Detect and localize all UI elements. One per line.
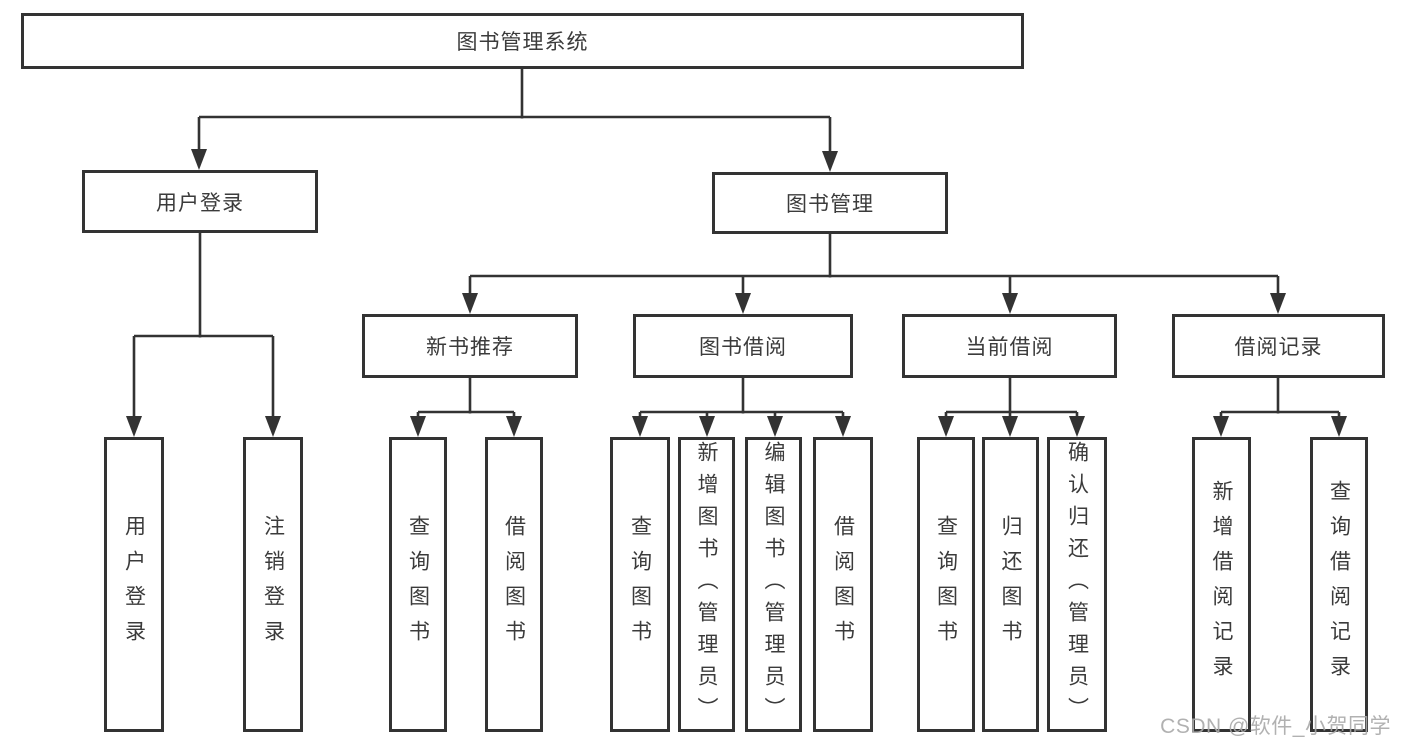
node-current-borrow: 当前借阅	[902, 314, 1117, 378]
node-new-book-recommend: 新书推荐	[362, 314, 578, 378]
leaf-borrow-book-recommend: 借阅图书	[485, 437, 543, 732]
leaf-add-book-admin: 新增图书（管理员）	[678, 437, 735, 732]
node-book-management: 图书管理	[712, 172, 948, 234]
leaf-query-book-borrow: 查询图书	[610, 437, 670, 732]
node-user-login: 用户登录	[82, 170, 318, 233]
leaf-query-book-current: 查询图书	[917, 437, 975, 732]
leaf-user-login: 用户登录	[104, 437, 164, 732]
leaf-logout-login: 注销登录	[243, 437, 303, 732]
csdn-watermark: CSDN @软件_小贺同学	[1160, 715, 1391, 738]
node-root: 图书管理系统	[21, 13, 1024, 69]
leaf-borrow-book: 借阅图书	[813, 437, 873, 732]
node-book-borrow: 图书借阅	[633, 314, 853, 378]
leaf-edit-book-admin: 编辑图书（管理员）	[745, 437, 802, 732]
leaf-confirm-return-admin: 确认归还（管理员）	[1047, 437, 1107, 732]
leaf-query-borrow-record: 查询借阅记录	[1310, 437, 1368, 732]
leaf-add-borrow-record: 新增借阅记录	[1192, 437, 1251, 732]
leaf-return-book: 归还图书	[982, 437, 1039, 732]
node-borrow-record: 借阅记录	[1172, 314, 1385, 378]
leaf-query-book-recommend: 查询图书	[389, 437, 447, 732]
